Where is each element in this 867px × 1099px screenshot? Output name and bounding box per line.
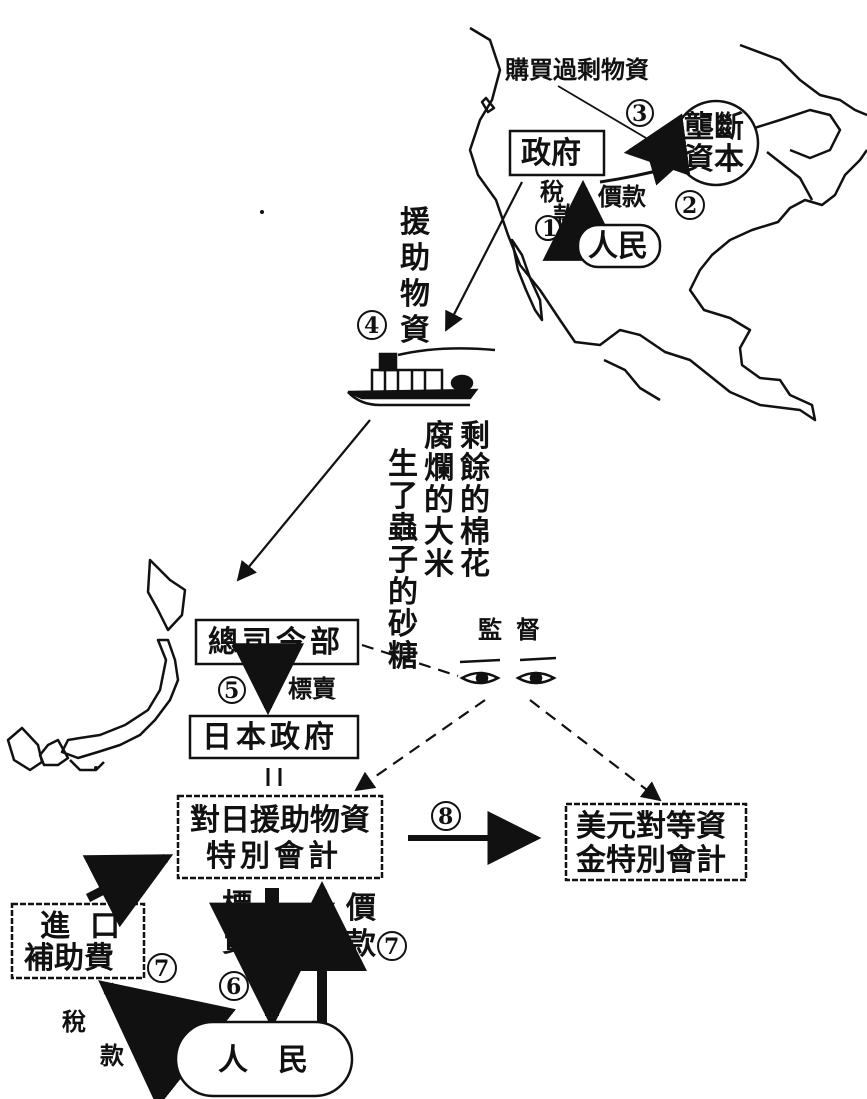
japan-gov-label: 日本政府 — [202, 720, 338, 755]
cargo-cotton-4: 棉 — [460, 515, 490, 550]
special-account-line2: 特別會計 — [206, 839, 342, 874]
government-box — [508, 129, 606, 177]
sale-char-1: 標 — [222, 888, 252, 923]
marker-3: 3 — [626, 99, 654, 127]
cargo-sugar-2: 了 — [388, 479, 418, 514]
surplus-purchase-label: 購買過剩物資 — [505, 55, 649, 84]
print-speck — [94, 766, 98, 770]
supervision-label: 監督 — [478, 615, 554, 644]
dollar-fund-box — [564, 802, 748, 882]
import-subsidy-line2: 補助費 — [23, 941, 114, 976]
aid-goods-char-3: 物 — [400, 277, 430, 312]
svg-text:1: 1 — [542, 216, 557, 242]
sale-to-government-arrow — [623, 113, 691, 176]
aid-goods-char-4: 資 — [400, 313, 430, 348]
people-bottom-box — [174, 1020, 354, 1098]
marker-7-right: 7 — [377, 931, 407, 961]
cargo-cotton-5: 花 — [460, 547, 490, 582]
equal-sign-icon — [266, 768, 282, 786]
svg-text:4: 4 — [364, 313, 379, 339]
payment-char-2: 款 — [346, 927, 377, 962]
marker-1: 1 — [535, 215, 561, 242]
tax-to-subsidy-arrow — [98, 980, 236, 1099]
svg-text:2: 2 — [682, 193, 697, 219]
ship-to-japan-arrow — [236, 419, 371, 582]
cargo-sugar-6: 砂 — [388, 607, 418, 642]
svg-text:6: 6 — [226, 974, 241, 1000]
japan-gov-box — [188, 714, 360, 760]
supervision-lines — [354, 643, 662, 802]
monopoly-capital-line1: 壟斷 — [684, 110, 744, 145]
marker-5: 5 — [218, 676, 246, 704]
payment-char-1: 價 — [345, 891, 376, 926]
import-subsidy-line1: 進口 — [40, 909, 140, 944]
cargo-cotton-2: 餘 — [460, 451, 491, 486]
subsidy-to-account-arrow — [82, 853, 174, 928]
svg-text:8: 8 — [438, 804, 453, 830]
cargo-ship-icon — [347, 347, 496, 407]
japan-map — [6, 558, 187, 772]
eyes-icon — [459, 656, 557, 685]
marker-7-left: 7 — [147, 953, 177, 983]
dollar-fund-line2: 金特別會計 — [575, 843, 726, 878]
payment-to-monopoly-arrow — [599, 159, 679, 186]
cargo-rice-2: 爛 — [424, 451, 454, 486]
cargo-rice-3: 的 — [424, 483, 454, 518]
dollar-fund-line1: 美元對等資 — [576, 809, 726, 844]
payment-label-top: 價款 — [597, 182, 647, 211]
aid-goods-char-2: 助 — [400, 241, 430, 276]
cargo-labels: 剩 餘 的 棉 花 腐 爛 的 大 米 生 了 蟲 子 的 砂 糖 — [388, 419, 491, 674]
people-top-label: 人民 — [588, 229, 648, 264]
people-bottom-label: 人 民 — [218, 1043, 308, 1078]
svg-text:7: 7 — [384, 934, 399, 960]
cargo-rice-5: 米 — [424, 547, 454, 582]
people-top-box — [576, 223, 662, 269]
svg-text:3: 3 — [632, 101, 647, 127]
tax-bottom-char-2: 款 — [100, 1041, 125, 1070]
svg-text:7: 7 — [154, 956, 169, 982]
cargo-cotton-3: 的 — [460, 483, 490, 518]
government-to-ship-arrow — [445, 181, 523, 332]
cargo-rice-1: 腐 — [424, 419, 454, 454]
special-account-box — [176, 794, 384, 880]
sale-short-label: 標賣 — [288, 674, 337, 703]
marker-6: 6 — [219, 971, 249, 1001]
aid-goods-char-1: 援 — [400, 205, 431, 240]
special-account-line1: 對日援助物資 — [190, 803, 370, 838]
north-america-map — [468, 26, 867, 422]
print-speck — [260, 210, 264, 214]
cargo-sugar-4: 子 — [388, 543, 418, 578]
sale-char-2: 賣 — [222, 924, 253, 959]
marker-4: 4 — [357, 310, 387, 340]
cargo-sugar-5: 的 — [388, 575, 418, 610]
monopoly-capital-line2: 資本 — [684, 142, 744, 177]
cargo-cotton-1: 剩 — [460, 419, 490, 454]
ghq-label: 總司令部 — [208, 625, 344, 660]
marker-8: 8 — [431, 801, 461, 831]
cargo-sugar-3: 蟲 — [388, 511, 418, 546]
tax-bottom-char-1: 稅 — [62, 1007, 86, 1036]
government-label: 政府 — [521, 136, 581, 171]
cargo-sugar-7: 糖 — [388, 639, 418, 674]
cargo-rice-4: 大 — [424, 515, 454, 550]
marker-2: 2 — [675, 190, 705, 220]
cargo-sugar-1: 生 — [388, 447, 418, 482]
svg-text:5: 5 — [224, 678, 239, 704]
